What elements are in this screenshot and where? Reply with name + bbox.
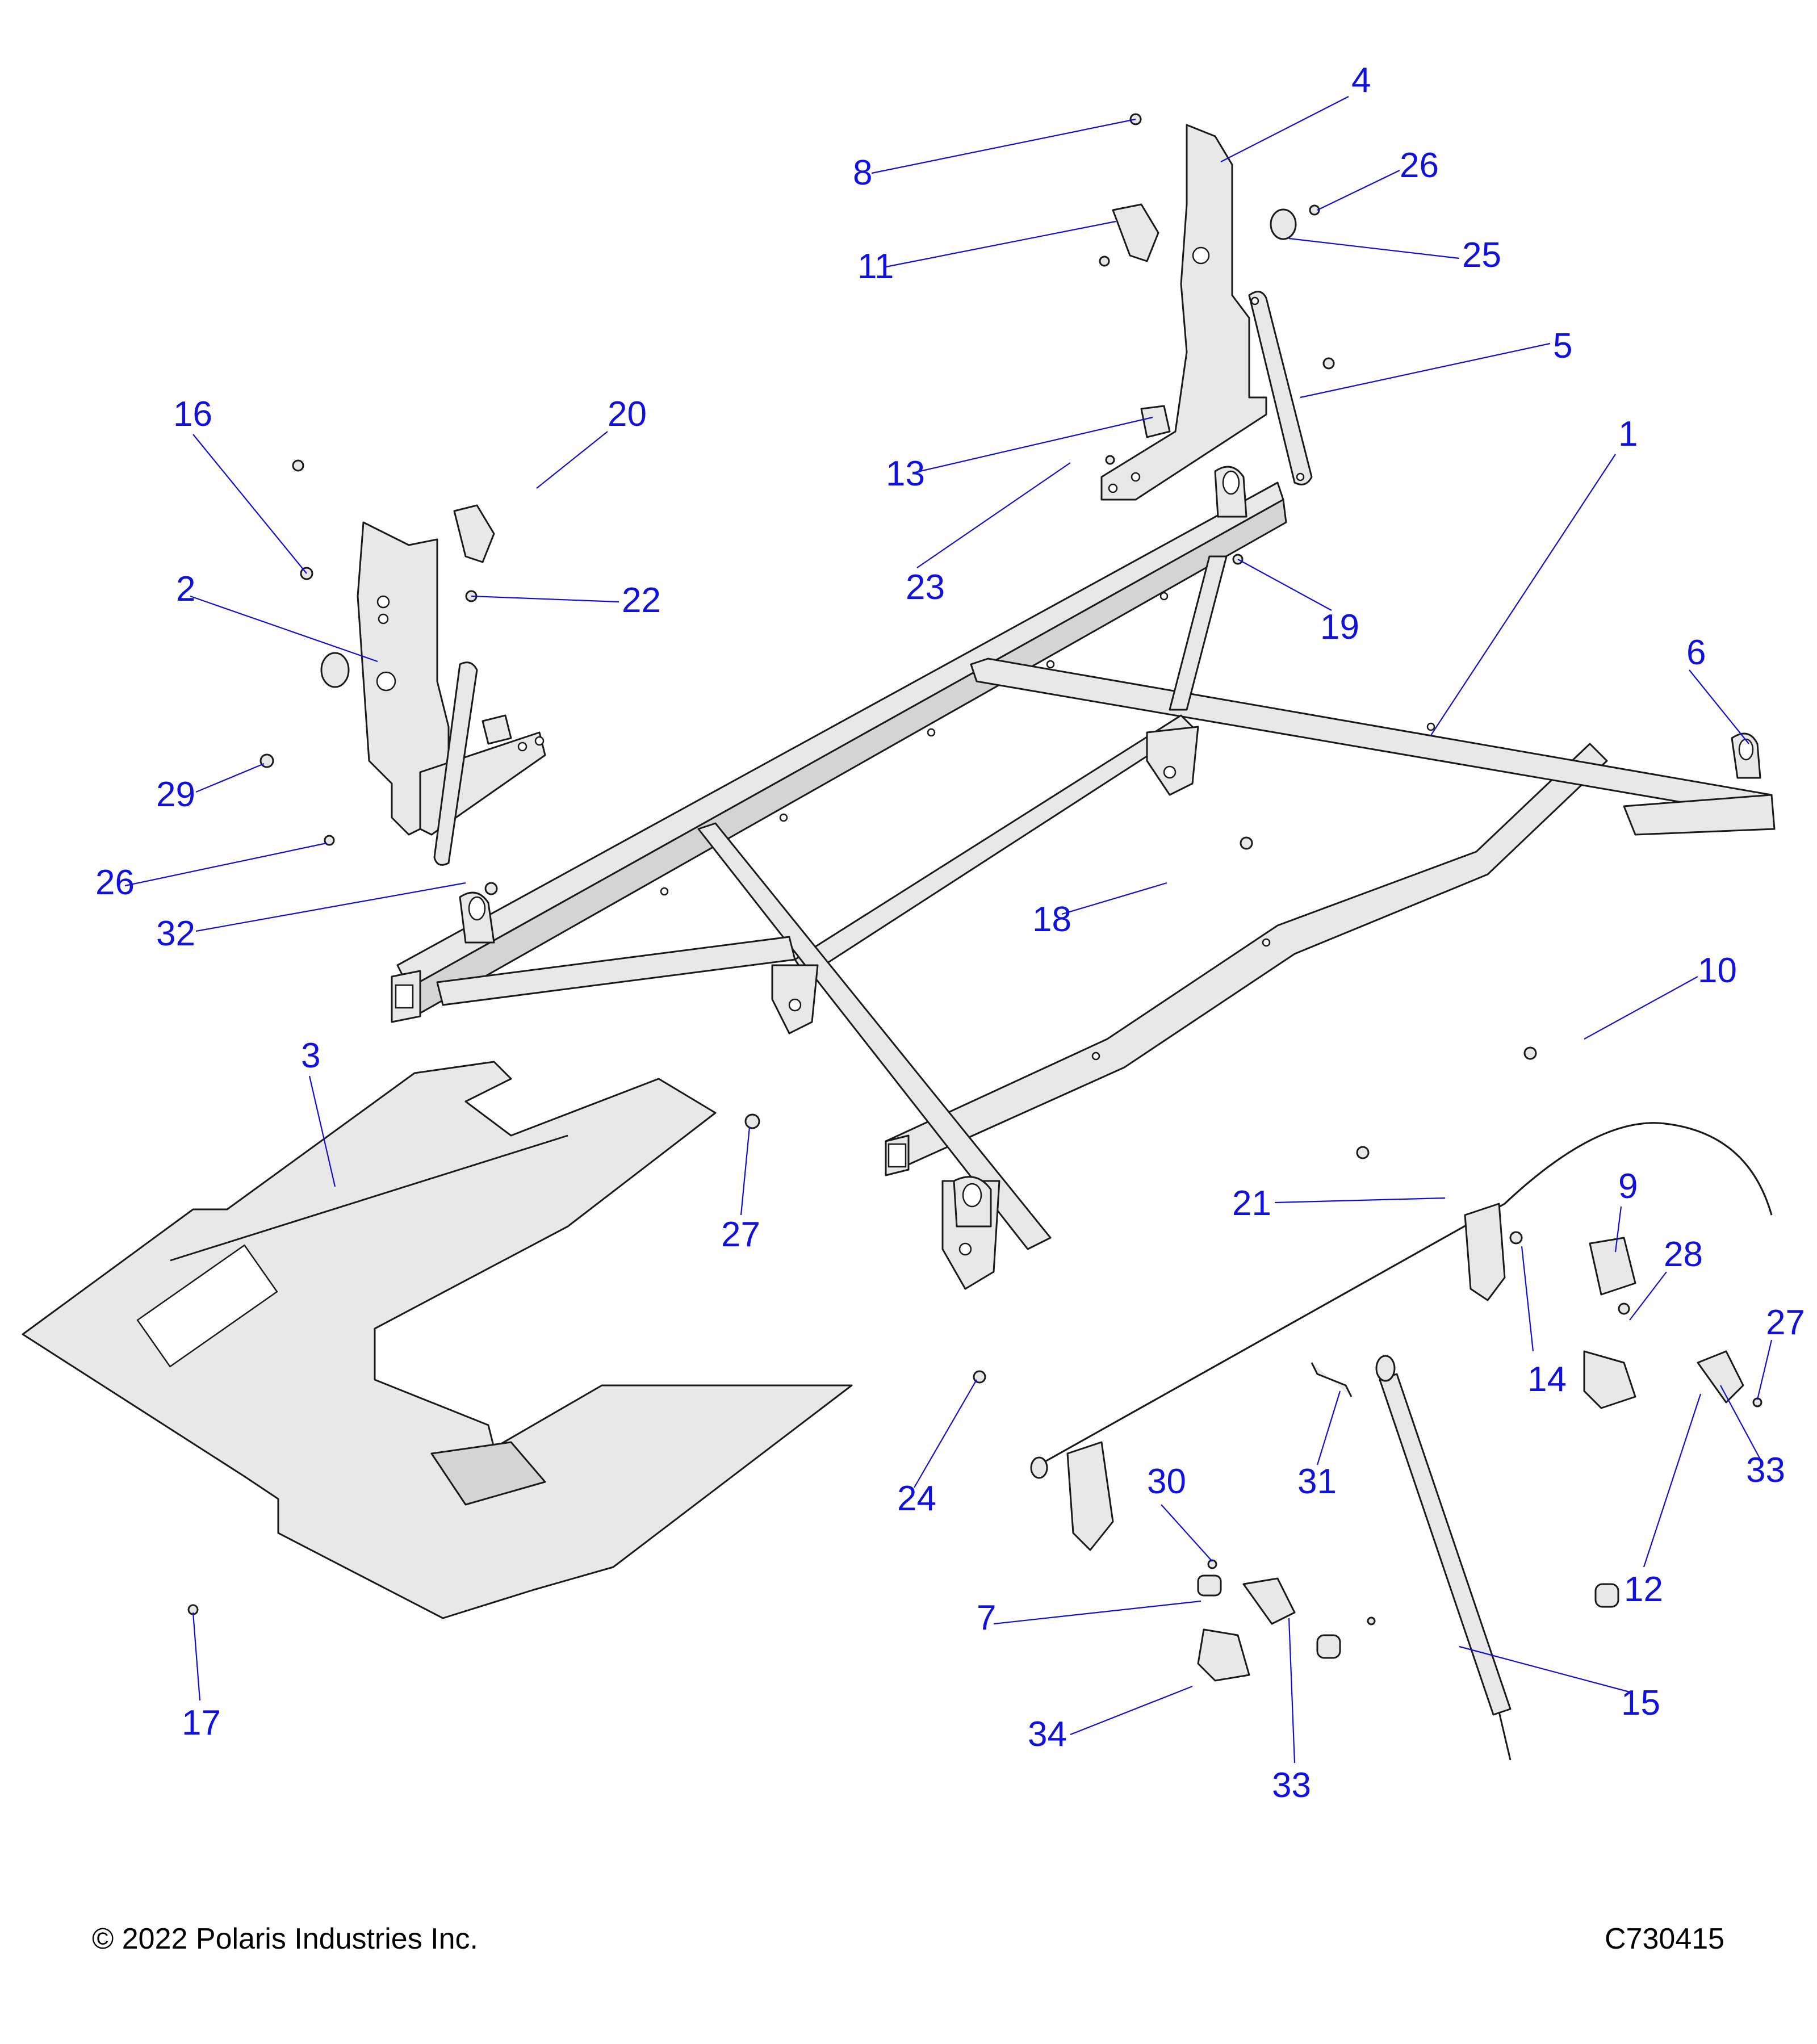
leader-line-27: [1756, 1339, 1773, 1400]
callout-label-29: 29: [156, 775, 195, 814]
leader-line-33: [1288, 1618, 1296, 1764]
leader-line-27: [740, 1126, 751, 1216]
callout-label-18: 18: [1032, 900, 1071, 939]
leader-line-11: [885, 220, 1116, 268]
leader-line-24: [914, 1379, 977, 1488]
callout-label-33: 33: [1746, 1451, 1785, 1490]
callout-label-11: 11: [857, 247, 894, 286]
callout-label-28: 28: [1664, 1235, 1703, 1274]
callout-label-13: 13: [886, 454, 925, 493]
leader-line-16: [192, 434, 307, 574]
callout-label-19: 19: [1320, 608, 1359, 647]
leader-line-18: [1061, 882, 1167, 915]
leader-line-30: [1161, 1504, 1213, 1562]
leader-line-1: [1430, 454, 1616, 736]
leader-line-31: [1316, 1390, 1341, 1465]
leader-line-13: [919, 416, 1153, 472]
leader-line-26: [124, 842, 327, 887]
callout-label-14: 14: [1527, 1360, 1567, 1399]
leader-line-14: [1521, 1246, 1534, 1352]
callout-label-20: 20: [608, 395, 647, 434]
callout-label-16: 16: [173, 395, 212, 434]
leader-line-4: [1220, 96, 1349, 162]
callout-label-3: 3: [301, 1036, 320, 1075]
leader-line-12: [1643, 1393, 1702, 1568]
leader-line-17: [192, 1612, 201, 1701]
callout-label-26: 26: [95, 863, 135, 902]
callout-label-12: 12: [1624, 1570, 1663, 1609]
callout-label-27: 27: [721, 1215, 760, 1254]
leader-line-6: [1689, 669, 1749, 744]
callout-leaders: [124, 96, 1773, 1764]
callout-label-24: 24: [897, 1479, 936, 1518]
callout-label-31: 31: [1297, 1462, 1337, 1501]
leader-line-25: [1288, 237, 1460, 259]
callout-label-8: 8: [853, 153, 872, 192]
callout-label-9: 9: [1618, 1167, 1638, 1206]
leader-line-8: [871, 118, 1136, 174]
callout-label-23: 23: [906, 568, 945, 607]
leader-line-7: [993, 1600, 1201, 1625]
callout-label-6: 6: [1686, 633, 1706, 672]
leader-line-15: [1459, 1645, 1630, 1693]
drawing-number: C730415: [1605, 1922, 1725, 1955]
gas-strut: [1375, 1355, 1512, 1761]
torsion-bar: [1030, 1122, 1773, 1551]
callout-label-1: 1: [1618, 414, 1638, 454]
leader-line-33: [1720, 1385, 1761, 1460]
leader-line-20: [536, 431, 608, 489]
right-seat-panel: [1100, 124, 1313, 501]
callout-label-7: 7: [977, 1598, 996, 1637]
callout-label-10: 10: [1698, 951, 1737, 990]
leader-line-2: [190, 595, 378, 663]
callout-label-26: 26: [1400, 146, 1439, 185]
leader-line-29: [195, 763, 265, 793]
callout-label-21: 21: [1232, 1184, 1271, 1223]
leader-line-19: [1237, 559, 1332, 611]
callout-label-22: 22: [622, 581, 661, 620]
leader-line-22: [471, 595, 619, 603]
leader-line-32: [195, 882, 466, 932]
skid-plate: [22, 1061, 853, 1619]
callout-label-30: 30: [1147, 1462, 1186, 1501]
leader-line-21: [1274, 1197, 1446, 1204]
callout-label-32: 32: [156, 914, 195, 953]
leader-line-10: [1584, 976, 1698, 1040]
callout-label-34: 34: [1028, 1715, 1067, 1754]
callout-label-5: 5: [1553, 326, 1572, 366]
callout-label-4: 4: [1351, 61, 1371, 100]
leader-line-34: [1070, 1685, 1193, 1736]
callout-label-25: 25: [1462, 236, 1501, 275]
main-frame: [391, 466, 1776, 1290]
leader-line-26: [1317, 170, 1400, 211]
leader-line-5: [1300, 342, 1551, 399]
callout-label-2: 2: [176, 569, 195, 609]
leader-line-23: [916, 462, 1071, 568]
leader-line-9: [1614, 1206, 1622, 1253]
copyright-notice: © 2022 Polaris Industries Inc.: [92, 1922, 478, 1955]
left-seat-panel: [320, 504, 546, 866]
callout-label-27: 27: [1766, 1303, 1805, 1342]
callout-label-33: 33: [1272, 1766, 1311, 1805]
callout-label-15: 15: [1621, 1683, 1660, 1723]
leader-line-28: [1629, 1271, 1667, 1321]
callout-label-17: 17: [182, 1703, 221, 1743]
leader-line-3: [308, 1075, 336, 1187]
